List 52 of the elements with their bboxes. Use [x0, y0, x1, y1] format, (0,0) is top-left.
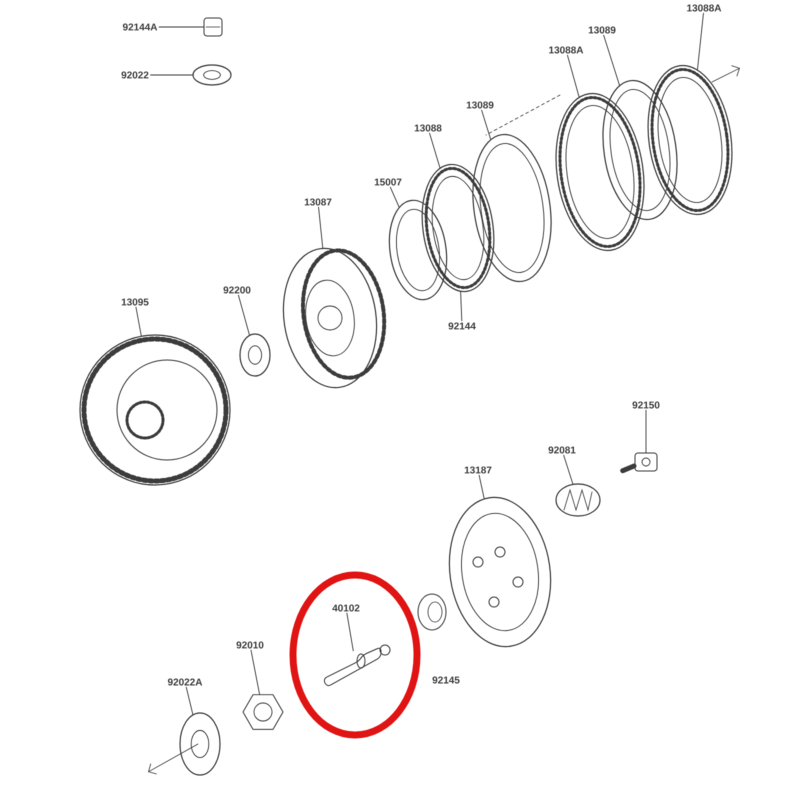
leader-line — [136, 306, 142, 336]
part-number: 92022A — [168, 678, 202, 686]
leader-line — [150, 74, 193, 76]
steel-plate-drawing — [388, 200, 448, 300]
leader-line — [567, 54, 580, 98]
part-number: 13089 — [466, 101, 494, 109]
washer-drawing — [192, 64, 232, 86]
leader-line — [481, 110, 492, 140]
clutch-housing-drawing — [79, 334, 231, 486]
part-number: 13088A — [687, 4, 722, 12]
part-number: 92150 — [632, 401, 660, 409]
friction-plate-drawing — [555, 93, 645, 251]
leader-line — [429, 132, 440, 168]
steel-plate-drawing — [472, 134, 552, 282]
clutch-hub-drawing — [282, 248, 386, 388]
part-number: 92144A — [122, 23, 158, 31]
washer-drawing — [239, 333, 271, 377]
part-number: 92200 — [224, 286, 250, 294]
pressure-plate-drawing — [448, 496, 552, 648]
friction-plate-drawing — [422, 164, 494, 292]
leader-line — [697, 12, 704, 70]
leader-line — [478, 474, 485, 499]
spring-drawing — [555, 483, 601, 517]
part-number: 92022 — [122, 71, 148, 79]
friction-plate-drawing — [647, 65, 733, 215]
part-number: 92144 — [448, 322, 476, 330]
part-number: 92081 — [548, 446, 576, 454]
part-number: 92010 — [236, 641, 264, 649]
part-number: 40102 — [332, 604, 360, 612]
washer-drawing — [179, 712, 221, 776]
leader-line — [250, 650, 260, 695]
part-number: 13187 — [464, 466, 492, 474]
leader-line — [603, 34, 620, 86]
part-number: 13095 — [122, 298, 149, 306]
leader-line — [563, 454, 574, 484]
part-number: 92145 — [432, 676, 460, 684]
clip-drawing — [204, 18, 222, 36]
leader-line — [186, 686, 194, 715]
steel-plate-drawing — [602, 80, 678, 220]
leader-line — [460, 291, 462, 322]
leader-line — [390, 186, 400, 208]
leader-line — [346, 612, 354, 652]
part-number: 13087 — [304, 198, 332, 206]
bolt-drawing — [620, 452, 658, 474]
leader-line — [158, 26, 204, 28]
part-number: 15007 — [374, 178, 402, 186]
push-rod-drawing — [324, 644, 390, 686]
leader-line — [238, 294, 250, 336]
part-number: 13088A — [549, 46, 584, 54]
leader-line — [318, 206, 324, 248]
part-number: 13089 — [588, 26, 616, 34]
part-number: 13088 — [414, 124, 442, 132]
